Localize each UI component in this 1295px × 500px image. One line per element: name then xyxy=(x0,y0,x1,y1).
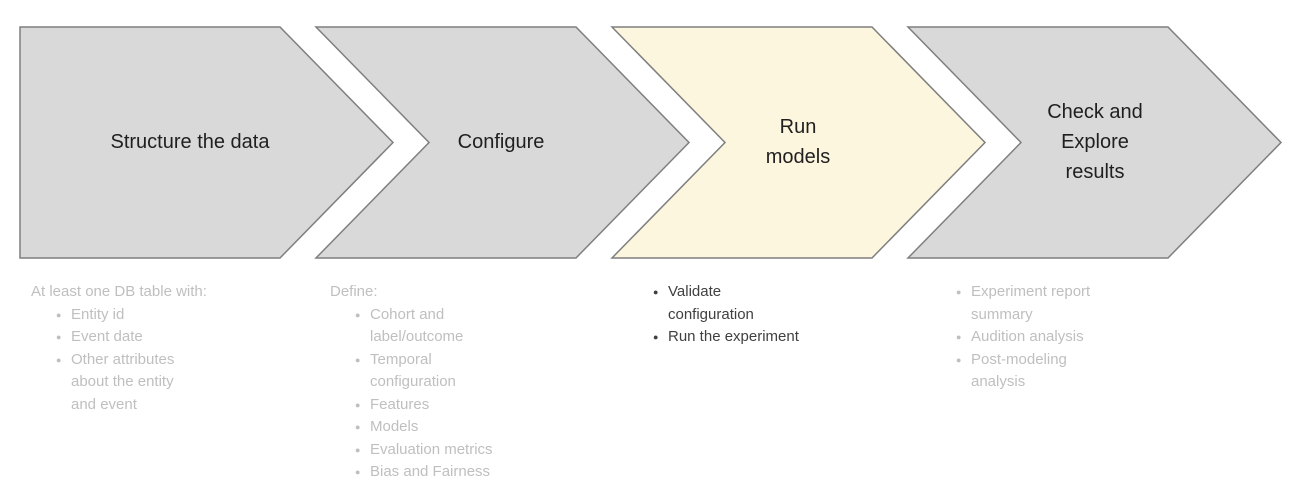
stage-arrow-run-models xyxy=(610,26,987,259)
list-item: ● Bias and Fairness xyxy=(330,461,625,484)
list-item-label: Audition analysis xyxy=(971,328,1084,345)
stage-label-configure: Configure xyxy=(457,131,545,153)
bullet-icon: ● xyxy=(355,467,361,477)
details-structure-data-header: At least one DB table with: xyxy=(31,283,207,300)
bullet-icon: ● xyxy=(355,422,361,432)
list-item-label: Evaluation metrics xyxy=(370,440,493,458)
list-item: ● Entity id xyxy=(31,304,326,327)
list-item: ● Event date xyxy=(31,326,326,349)
list-item-label: Validate configuration xyxy=(668,283,754,323)
stage-arrows xyxy=(19,26,1283,259)
bullet-icon: ● xyxy=(653,332,659,342)
bullet-icon: ● xyxy=(956,332,962,342)
bullet-icon: ● xyxy=(56,309,62,320)
list-item: ● Models xyxy=(330,416,625,439)
stage-label-check-explore: Check and Explore results xyxy=(1047,101,1143,183)
list-item-label: Experiment report summary xyxy=(971,283,1091,323)
bullet-icon: ● xyxy=(956,287,962,297)
details-configure: Define: ● Cohort and label/outcome ● Tem… xyxy=(330,281,625,484)
bullet-icon: ● xyxy=(56,354,62,365)
details-run-models: ● Validate configuration ● Run the exper… xyxy=(628,281,923,349)
list-item-label: Models xyxy=(370,418,419,435)
bullet-icon: ● xyxy=(355,309,361,320)
list-item-label: Bias and Fairness xyxy=(370,463,491,480)
bullet-icon: ● xyxy=(355,399,361,410)
bullet-icon: ● xyxy=(956,354,962,365)
list-item-label: Run the experiment xyxy=(668,328,799,345)
stage-label-run-models: Run models xyxy=(765,116,831,168)
bullet-icon: ● xyxy=(355,354,361,365)
bullet-icon: ● xyxy=(56,332,62,342)
list-item: ● Features xyxy=(330,394,625,417)
list-item-label: Temporal configuration xyxy=(370,350,456,391)
list-item: ● Audition analysis xyxy=(931,326,1226,349)
list-item-label: Other attributes about the entity and ev… xyxy=(71,350,175,413)
list-item: ● Post-modeling analysis xyxy=(931,349,1226,394)
list-item: ● Cohort and label/outcome xyxy=(330,304,625,349)
list-item-label: Event date xyxy=(71,328,143,345)
list-item: ● Run the experiment xyxy=(628,326,923,349)
list-item: ● Validate configuration xyxy=(628,281,923,326)
stage-label-structure-data: Structure the data xyxy=(110,131,270,153)
details-check-explore: ● Experiment report summary ● Audition a… xyxy=(931,281,1226,394)
list-item-label: Cohort and label/outcome xyxy=(370,305,464,346)
list-item: ● Temporal configuration xyxy=(330,349,625,394)
list-item: ● Evaluation metrics xyxy=(330,439,625,462)
bullet-icon: ● xyxy=(355,444,361,455)
bullet-icon: ● xyxy=(653,287,659,297)
list-item-label: Features xyxy=(370,395,430,413)
list-item-label: Entity id xyxy=(71,305,125,323)
details-configure-header: Define: xyxy=(330,283,378,300)
stage-arrow-structure-data xyxy=(19,26,395,259)
stage-arrow-configure xyxy=(314,26,691,259)
list-item: ● Experiment report summary xyxy=(931,281,1226,326)
stage-arrow-check-explore xyxy=(906,26,1283,259)
list-item-label: Post-modeling analysis xyxy=(971,350,1067,391)
list-item: ● Other attributes about the entity and … xyxy=(31,349,326,417)
details-structure-data: At least one DB table with: ● Entity id … xyxy=(31,281,326,416)
